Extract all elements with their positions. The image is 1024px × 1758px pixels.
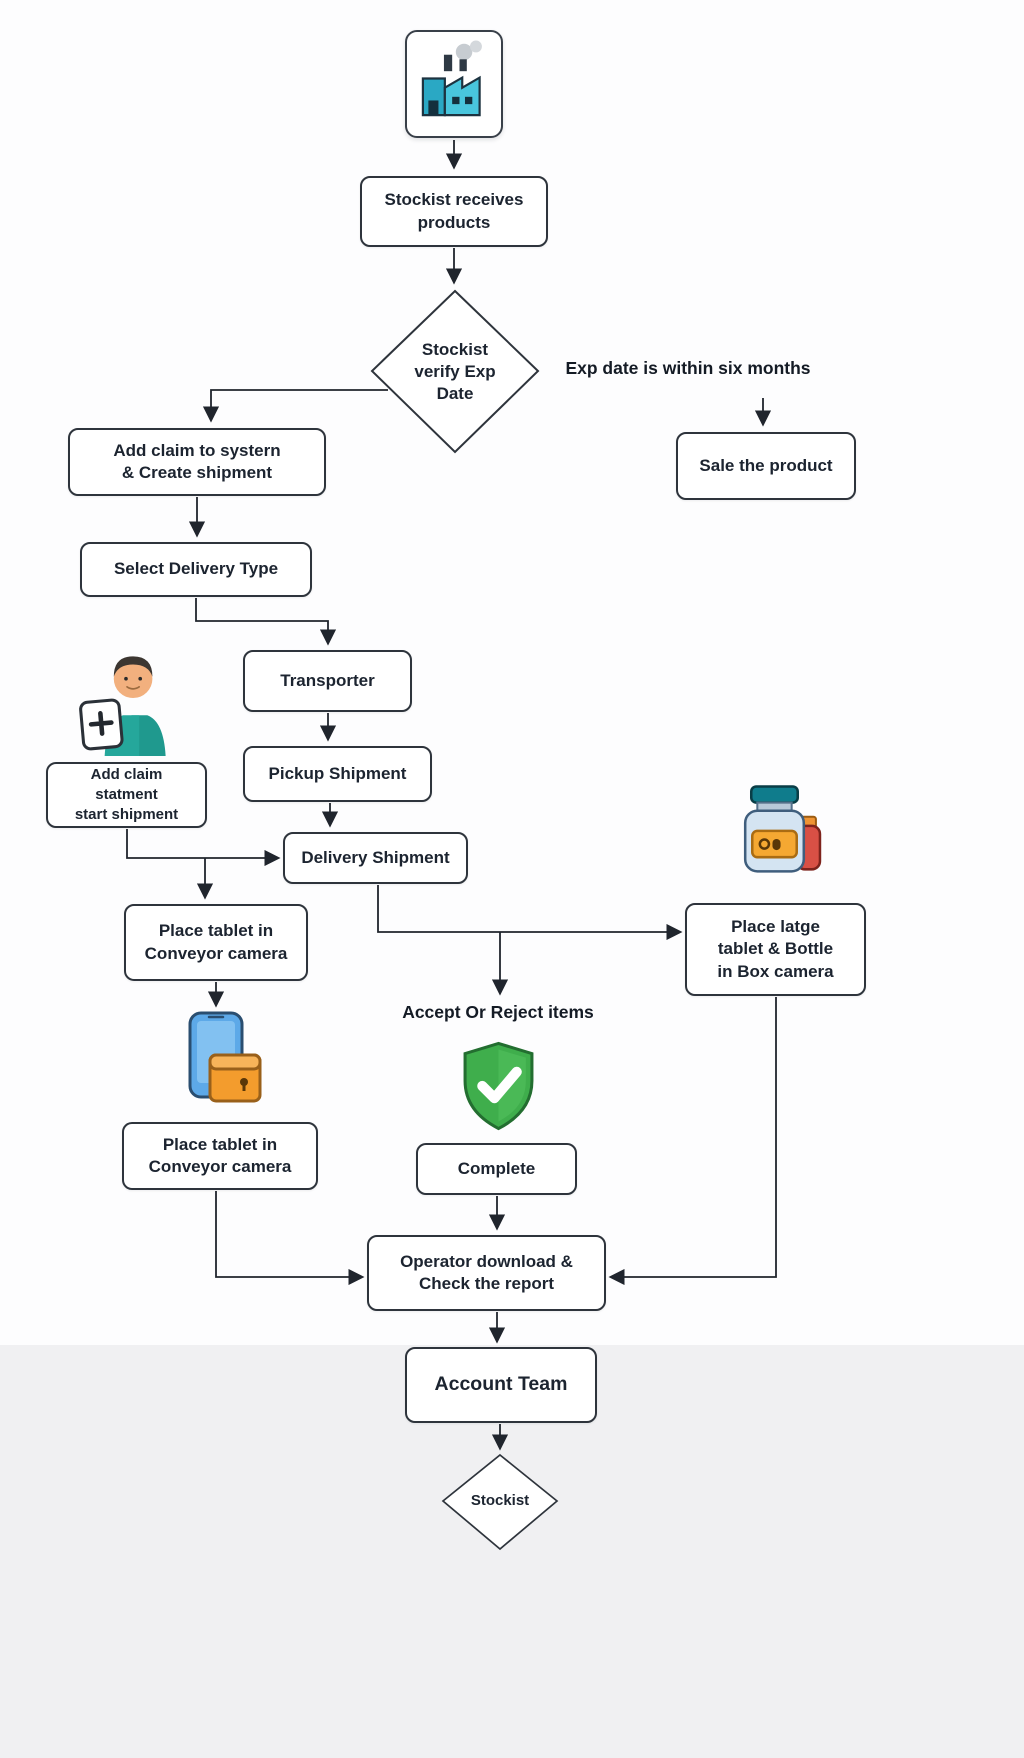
decision-stockist-end (441, 1453, 559, 1551)
decision-verify-exp-date-label: Stockist verify Exp Date (414, 339, 496, 404)
node-delivery-shipment: Delivery Shipment (283, 832, 468, 884)
node-sale-product: Sale the product (676, 432, 856, 500)
node-place-large-tablet-bottle: Place latge tablet & Bottle in Box camer… (685, 903, 866, 996)
node-operator-download-report: Operator download & Check the report (367, 1235, 606, 1311)
arrow-verify-to-addclaim (202, 389, 388, 423)
node-add-claim-create-shipment: Add claim to systern & Create shipment (68, 428, 326, 496)
node-complete: Complete (416, 1143, 577, 1195)
arrow-delivery-to-box-camera (377, 885, 683, 941)
node-select-delivery-type: Select Delivery Type (80, 542, 312, 597)
node-account-team: Account Team (405, 1347, 597, 1423)
node-place-tablet-conveyor-1: Place tablet in Conveyor camera (124, 904, 308, 981)
node-transporter: Transporter (243, 650, 412, 712)
label-exp-within-six-months: Exp date is within six months (565, 358, 811, 378)
decision-stockist-end-label: Stockist (470, 1492, 530, 1510)
tablet-package-icon (188, 1011, 262, 1103)
clerk-add-claim-icon (79, 656, 166, 756)
node-pickup-shipment: Pickup Shipment (243, 746, 432, 802)
node-add-claim-statement: Add claim statment start shipment (46, 762, 207, 828)
label-accept-or-reject: Accept Or Reject items (402, 1002, 594, 1022)
arrow-delivery-type-to-transporter (195, 598, 337, 646)
factory-icon (405, 30, 503, 138)
node-place-tablet-conveyor-2: Place tablet in Conveyor camera (122, 1122, 318, 1190)
arrow-claim-statement-to-delivery (126, 829, 281, 867)
node-stockist-receives: Stockist receives products (360, 176, 548, 247)
approved-shield-icon (463, 1041, 534, 1131)
factory-icon-art (421, 40, 482, 117)
arrow-conveyor2-to-operator (215, 1191, 365, 1286)
medicine-jar-bottle-icon (743, 785, 822, 873)
arrow-box-camera-to-operator (608, 997, 777, 1286)
decision-verify-exp-date (370, 289, 540, 454)
